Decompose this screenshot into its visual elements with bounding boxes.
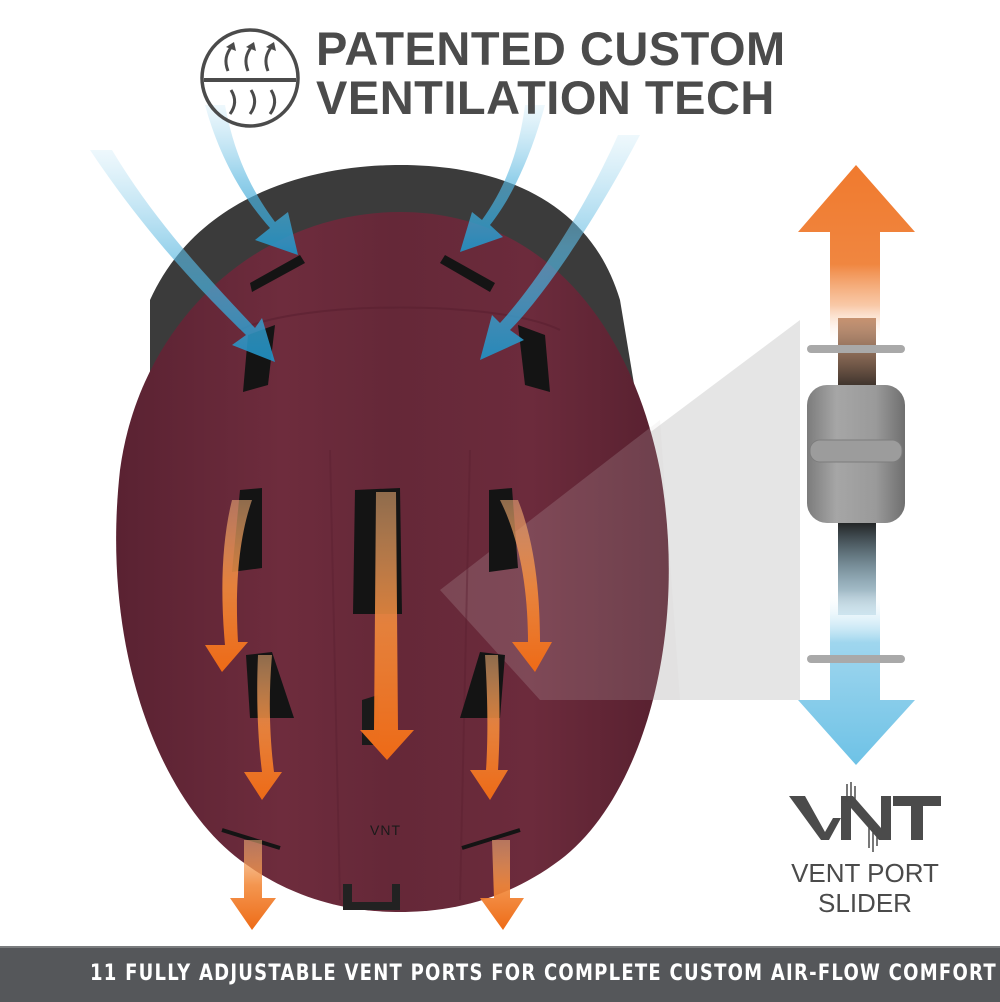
vent-port-slider-icon <box>798 165 915 765</box>
vnt-brand-block: VENT PORT SLIDER <box>770 782 960 918</box>
caption-line-2: SLIDER <box>818 888 912 918</box>
title-line-2: VENTILATION TECH <box>316 71 775 124</box>
svg-text:VNT: VNT <box>370 822 401 838</box>
vnt-logo-icon <box>789 782 941 852</box>
caption-line-1: VENT PORT <box>791 858 939 888</box>
footer-banner: 11 FULLY ADJUSTABLE VENT PORTS FOR COMPL… <box>0 946 1000 1002</box>
exhaust-arrows <box>205 492 552 930</box>
intake-arrows <box>90 105 640 362</box>
page-title: PATENTED CUSTOM VENTILATION TECH <box>316 24 786 122</box>
footer-text: 11 FULLY ADJUSTABLE VENT PORTS FOR COMPL… <box>90 961 997 986</box>
vnt-caption: VENT PORT SLIDER <box>770 858 960 918</box>
ventilation-airflow-icon <box>200 28 300 128</box>
title-line-1: PATENTED CUSTOM <box>316 22 786 75</box>
header: PATENTED CUSTOM VENTILATION TECH <box>198 22 818 132</box>
